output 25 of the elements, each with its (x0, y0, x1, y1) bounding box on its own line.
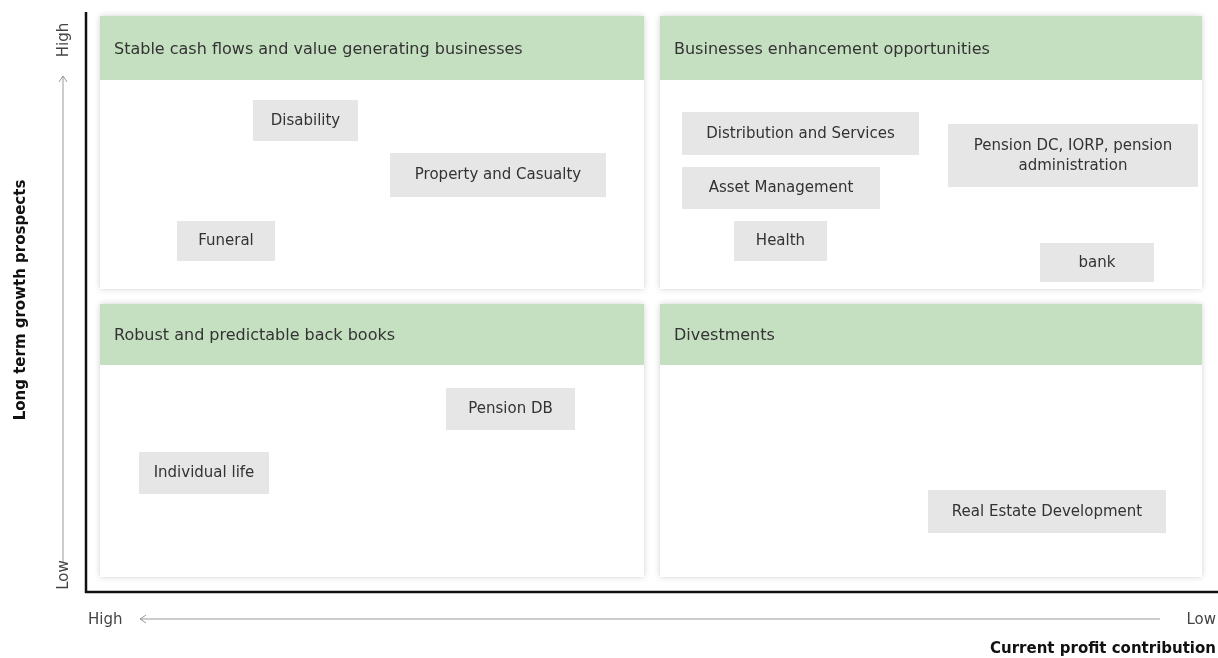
axis-end-label: High (54, 22, 72, 58)
business-tag: Health (734, 221, 827, 261)
quadrant-header: Divestments (660, 304, 1202, 365)
quadrant-panel (660, 304, 1202, 577)
quadrant-panel (100, 304, 644, 577)
business-tag: Asset Management (682, 167, 880, 209)
quadrant-panel (660, 16, 1202, 289)
quadrant-header: Robust and predictable back books (100, 304, 644, 365)
business-tag: Property and Casualty (390, 153, 606, 197)
axis-end-label: Low (1186, 610, 1216, 628)
business-tag: Pension DB (446, 388, 575, 430)
business-tag: Individual life (139, 452, 269, 494)
quadrant-header: Stable cash flows and value generating businesses (100, 16, 644, 80)
axis-end-label: Low (54, 560, 72, 590)
business-tag: Distribution and Services (682, 112, 919, 155)
business-tag: Disability (253, 100, 358, 141)
business-tag: Real Estate Development (928, 490, 1166, 533)
axis-title: Long term growth prospects (11, 179, 29, 421)
business-tag: Funeral (177, 221, 275, 261)
business-tag: Pension DC, IORP, pension administration (948, 124, 1198, 187)
business-tag: bank (1040, 243, 1154, 282)
axis-title: Current profit contribution (990, 639, 1216, 657)
quadrant-header: Businesses enhancement opportunities (660, 16, 1202, 80)
quadrant-panel (100, 16, 644, 289)
axis-end-label: High (88, 610, 123, 628)
